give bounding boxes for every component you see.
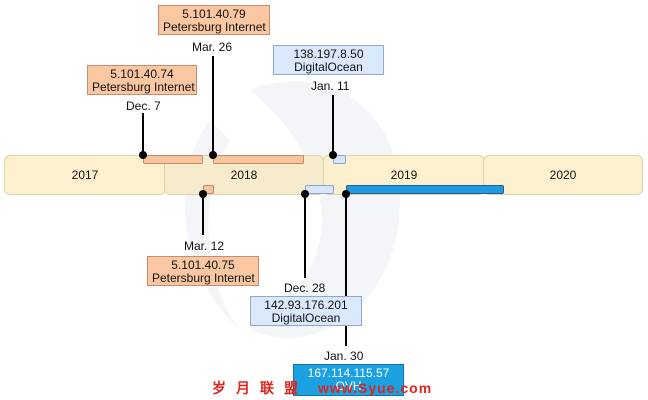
organization: Petersburg Internet <box>163 20 266 34</box>
ip-address: 5.101.40.79 <box>182 7 246 21</box>
organization: DigitalOcean <box>271 311 341 325</box>
connector-line <box>202 194 204 235</box>
event-box: 5.101.40.74 Petersburg Internet <box>87 65 197 95</box>
event-marker <box>139 151 147 159</box>
segment-5-101-40-74 <box>143 155 203 164</box>
organization: Petersburg Internet <box>152 271 255 285</box>
watermark-chinese: 岁月联盟 <box>212 380 308 396</box>
event-marker <box>342 190 350 198</box>
year-2017: 2017 <box>4 155 166 195</box>
ip-address: 138.197.8.50 <box>293 47 364 61</box>
event-box: 138.197.8.50 DigitalOcean <box>273 45 384 75</box>
event-date: Jan. 30 <box>324 349 364 363</box>
year-label: 2018 <box>230 168 258 182</box>
segment-5-101-40-79 <box>213 155 304 164</box>
year-label: 2017 <box>71 168 99 182</box>
year-2020: 2020 <box>483 155 643 195</box>
event-date: Mar. 26 <box>192 40 233 54</box>
event-box: 142.93.176.201 DigitalOcean <box>250 296 362 326</box>
segment-5-101-40-75 <box>203 185 214 194</box>
organization: Petersburg Internet <box>92 80 195 94</box>
event-box: 5.101.40.79 Petersburg Internet <box>158 5 270 35</box>
segment-167-114-115-57 <box>346 185 504 194</box>
connector-line <box>304 194 306 278</box>
event-date: Dec. 28 <box>284 281 326 295</box>
event-box: 5.101.40.75 Petersburg Internet <box>147 256 259 286</box>
year-label: 2019 <box>390 168 418 182</box>
connector-line <box>345 194 347 346</box>
event-marker <box>301 190 309 198</box>
ip-address: 5.101.40.75 <box>171 258 235 272</box>
connector-line <box>142 113 144 155</box>
event-date: Mar. 12 <box>184 239 225 253</box>
watermark-url: www.Syue.com <box>318 380 433 396</box>
event-box: 167.114.115.57 OVH <box>293 364 404 396</box>
event-marker <box>199 190 207 198</box>
ip-address: 167.114.115.57 <box>307 366 390 380</box>
event-marker <box>209 151 217 159</box>
connector-line <box>332 95 334 155</box>
organization: OVH <box>335 379 362 393</box>
segment-142-93-176-201 <box>305 185 334 194</box>
watermark-text: 岁月联盟 www.Syue.com <box>212 378 432 398</box>
ip-address: 5.101.40.74 <box>110 67 174 81</box>
event-date: Dec. 7 <box>126 99 161 113</box>
organization: DigitalOcean <box>294 60 363 74</box>
event-marker <box>329 151 337 159</box>
segment-138-197-8-50 <box>333 155 346 164</box>
ip-address: 142.93.176.201 <box>264 298 348 312</box>
year-label: 2020 <box>549 168 577 182</box>
connector-line <box>212 56 214 155</box>
event-date: Jan. 11 <box>311 79 350 93</box>
